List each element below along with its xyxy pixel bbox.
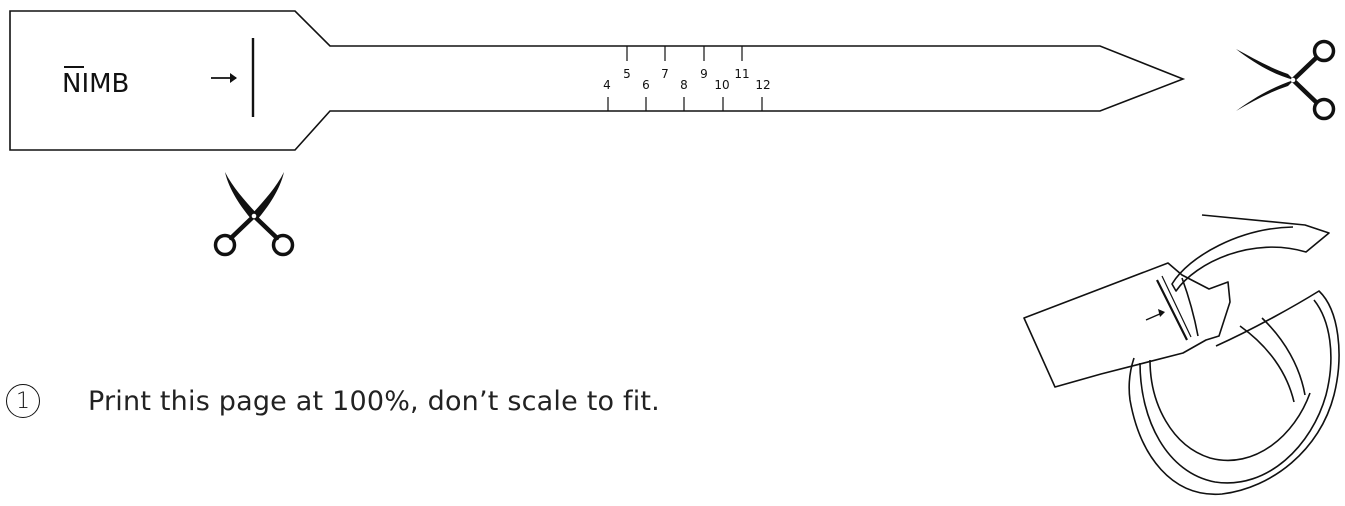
- arrow-right-icon: [211, 73, 237, 83]
- scissors-icon: [213, 172, 295, 257]
- tick-label-7: 7: [661, 67, 669, 81]
- step-number-badge: 1: [6, 384, 40, 418]
- tick-label-9: 9: [700, 67, 708, 81]
- tick-label-4: 4: [603, 78, 611, 92]
- tick-label-8: 8: [680, 78, 688, 92]
- sizer-strip-outline: [9, 10, 1186, 151]
- brand-logo: NIMB: [62, 69, 129, 99]
- tick-label-10: 10: [714, 78, 729, 92]
- tick-label-12: 12: [755, 78, 770, 92]
- tick-label-11: 11: [734, 67, 749, 81]
- tick-label-6: 6: [642, 78, 650, 92]
- ruler-labels: 4 5 6 7 8 9 10 11 12: [603, 67, 770, 92]
- instruction-text: Print this page at 100%, don’t scale to …: [88, 385, 660, 417]
- ring-sizer-illustration: [1023, 214, 1340, 495]
- instruction-step-1: 1 Print this page at 100%, don’t scale t…: [6, 384, 660, 418]
- arrow-right-icon: [1145, 309, 1165, 321]
- scissors-icon: [1236, 39, 1336, 121]
- tick-label-5: 5: [623, 67, 631, 81]
- ruler-ticks: [607, 46, 763, 111]
